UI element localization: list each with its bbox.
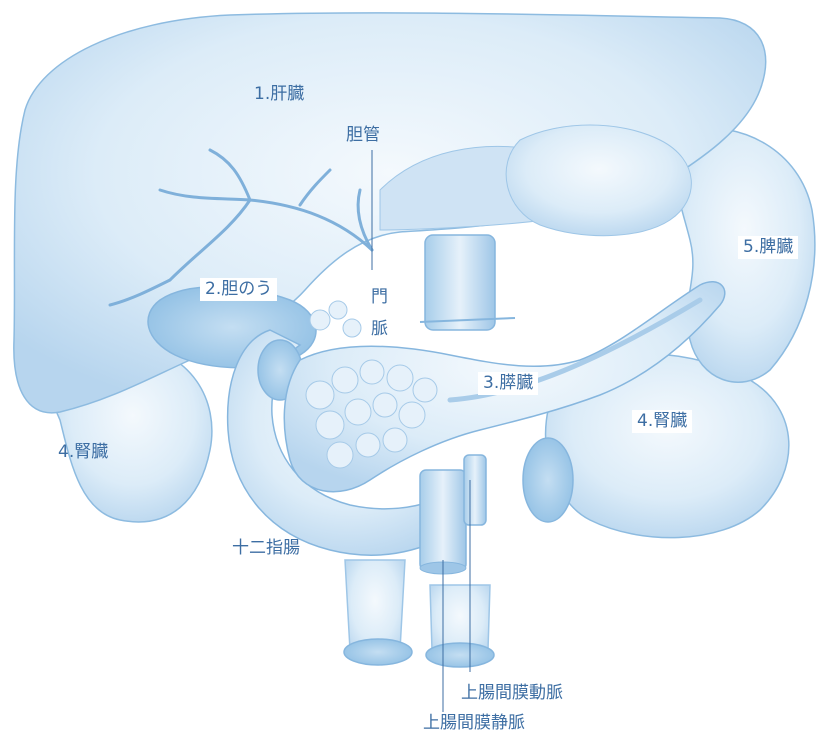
smv-trunk	[420, 470, 466, 570]
portal-vein-label-2: 脈	[366, 318, 393, 341]
vessel-opening	[523, 438, 573, 522]
duodenum-label: 十二指腸	[232, 540, 300, 557]
ivc-end	[344, 639, 412, 665]
gallbladder-label: 2.胆のう	[200, 278, 277, 301]
aorta-end	[426, 643, 494, 667]
spleen-label: 5.脾臓	[738, 236, 798, 259]
right-kidney-label: 4.腎臓	[632, 410, 692, 433]
liver-label: 1.肝臓	[254, 86, 304, 103]
portal-vein-shape	[425, 235, 495, 330]
left-kidney-label: 4.腎臓	[58, 444, 108, 461]
smv-label: 上腸間膜静脈	[418, 712, 530, 735]
sma-trunk	[464, 455, 486, 525]
pancreas-label: 3.膵臓	[478, 372, 538, 395]
bile-duct-label: 胆管	[346, 127, 380, 144]
stomach-shape	[506, 125, 691, 236]
portal-vein-label-1: 門	[366, 286, 393, 309]
sma-label: 上腸間膜動脈	[456, 682, 568, 705]
